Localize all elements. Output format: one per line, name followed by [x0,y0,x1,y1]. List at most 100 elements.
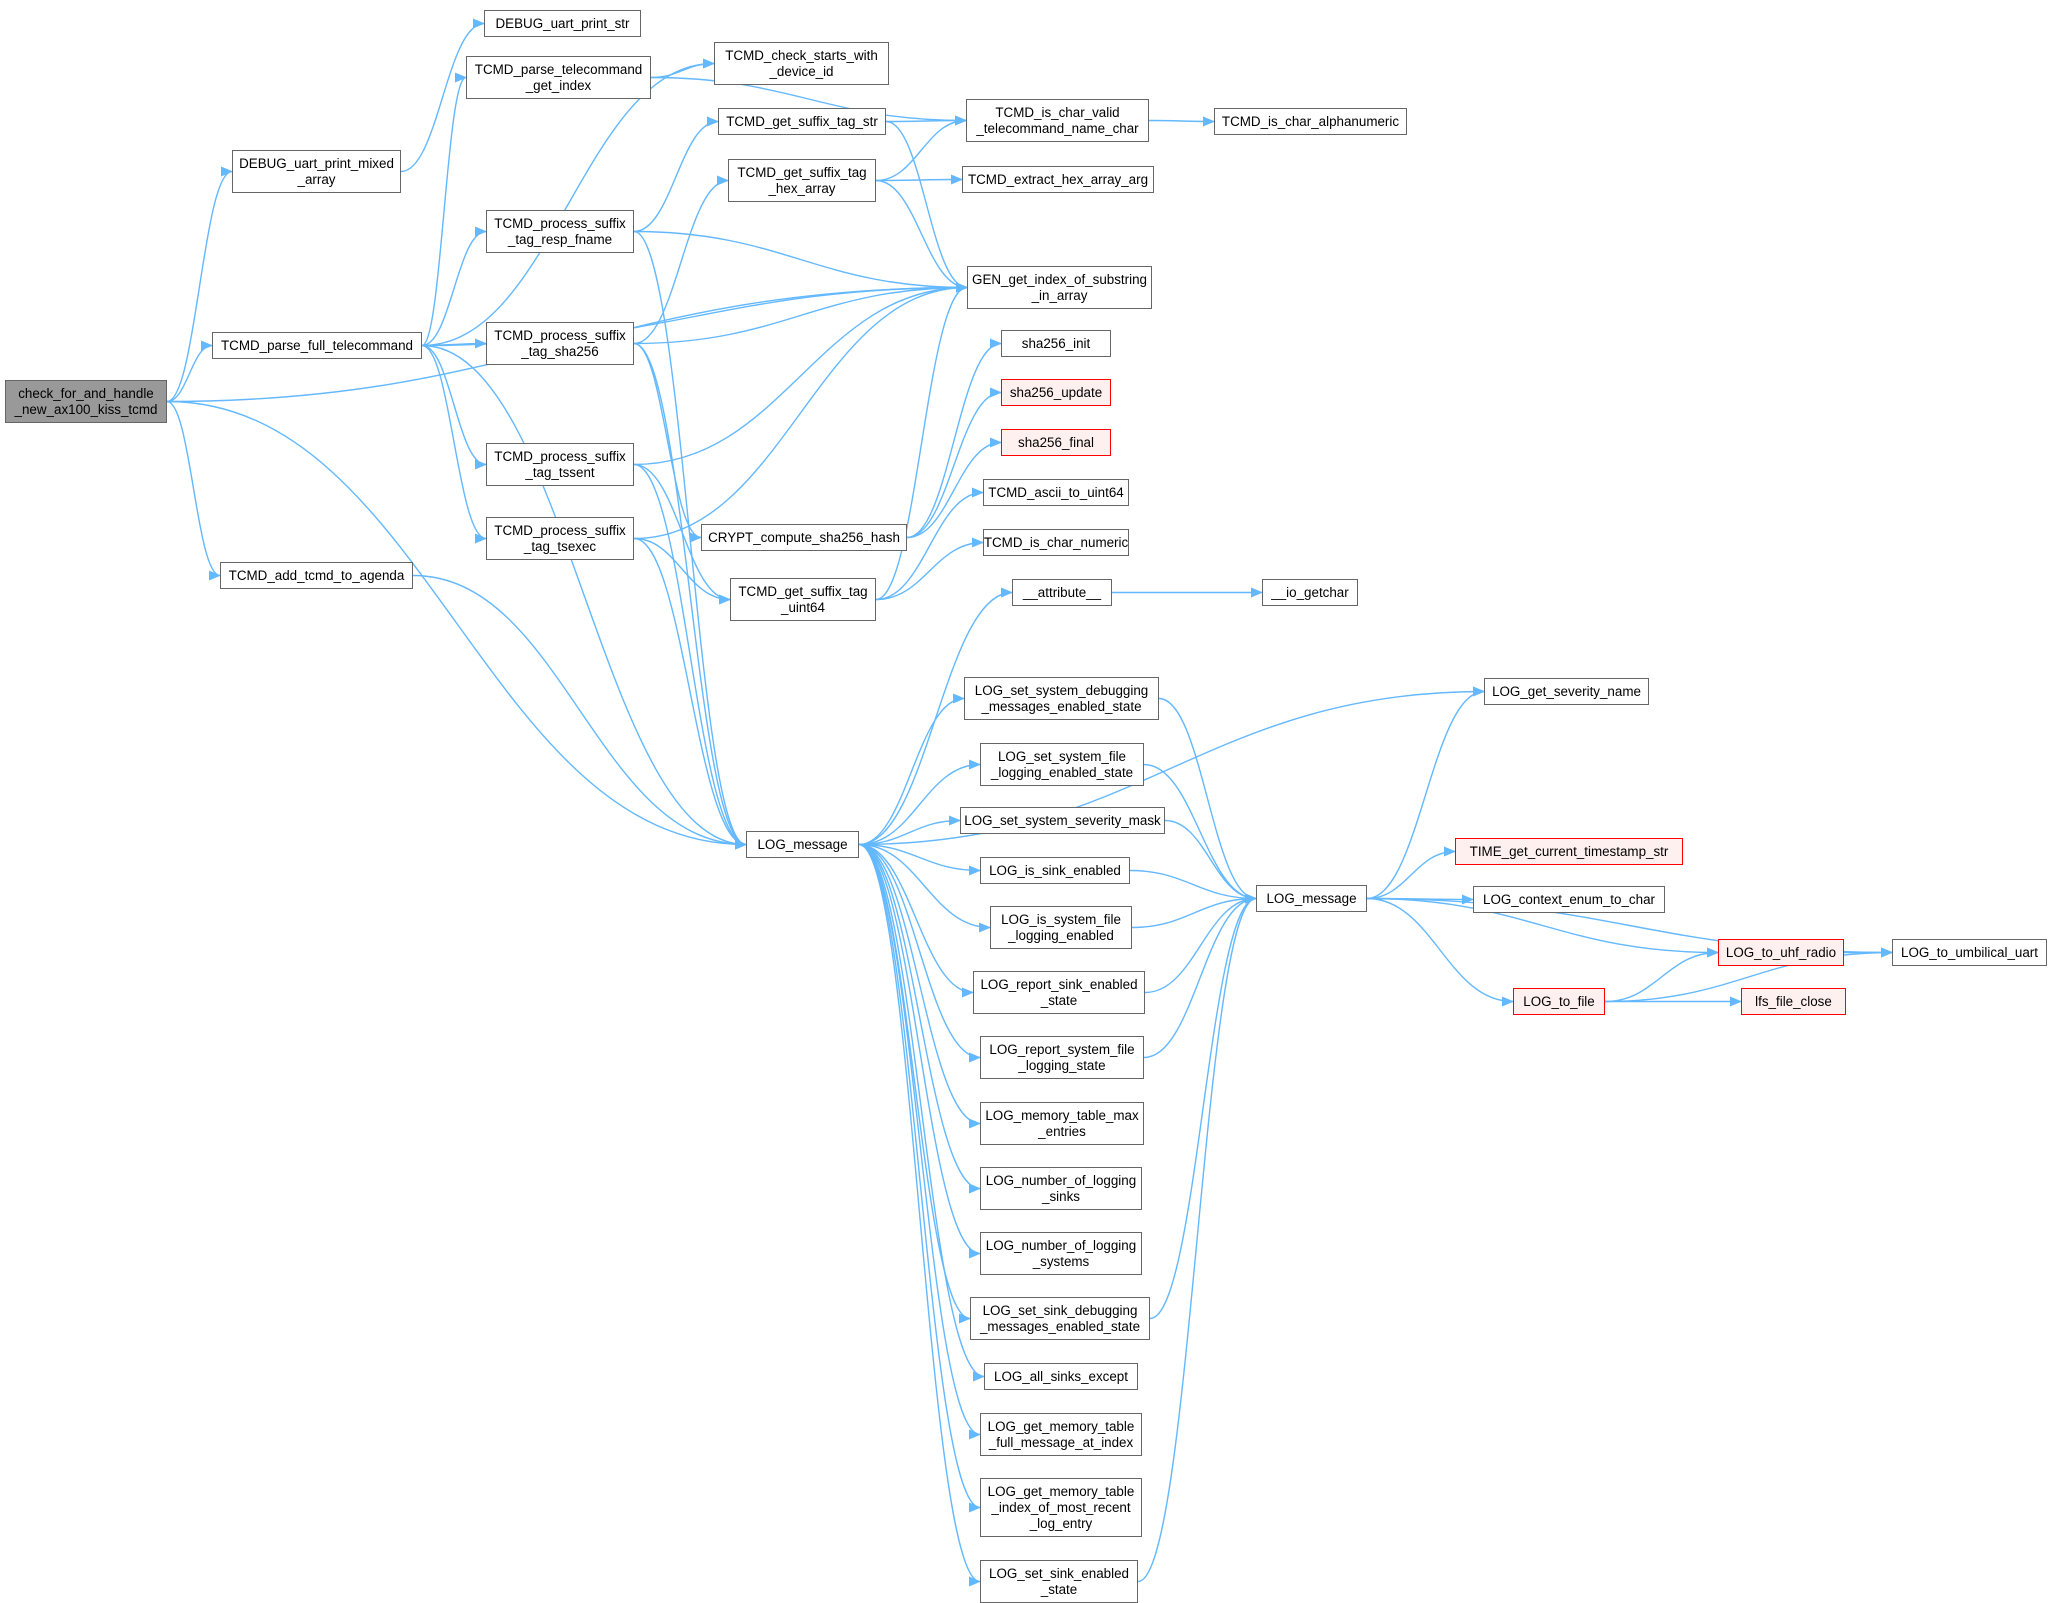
node-label: LOG_all_sinks_except [994,1368,1128,1384]
edge-tssent-to-suffix_u64 [633,463,731,605]
edge-parse_idx-to-check_starts [650,58,715,79]
node-tcmd-add-tcmd-to-agenda[interactable]: TCMD_add_tcmd_to_agenda [220,562,413,589]
node-tcmd-process-suffix-tag-resp-fname[interactable]: TCMD_process_suffix _tag_resp_fname [486,210,634,253]
node-sha256-init[interactable]: sha256_init [1001,330,1111,357]
node-log-number-of-logging-sinks[interactable]: LOG_number_of_logging _sinks [980,1167,1142,1210]
node-log-set-sink-debugging-messages-enabled-state[interactable]: LOG_set_sink_debugging _messages_enabled… [970,1297,1150,1340]
node-sha256-final[interactable]: sha256_final [1001,429,1111,456]
edge-suffix_hex-to-valid_char [875,115,967,182]
edge-suffix_hex-to-gen_idx [875,179,968,293]
node-label: LOG_is_sink_enabled [989,862,1121,878]
edge-log_msg1-to-all_except [858,843,985,1382]
node-log-to-file[interactable]: LOG_to_file [1513,988,1605,1015]
node-label: LOG_is_system_file _logging_enabled [1001,911,1121,943]
node-attribute[interactable]: __attribute__ [1012,579,1112,606]
node-tcmd-is-char-valid-telecommand-name-char[interactable]: TCMD_is_char_valid _telecommand_name_cha… [966,99,1149,142]
edge-log_msg2-to-sev_name [1366,686,1485,900]
node-tcmd-process-suffix-tag-tsexec[interactable]: TCMD_process_suffix _tag_tsexec [486,517,634,560]
node-log-message-first[interactable]: LOG_message [746,831,859,858]
node-tcmd-process-suffix-tag-tssent[interactable]: TCMD_process_suffix _tag_tssent [486,443,634,486]
edge-crypt-to-sha_init [906,338,1002,539]
node-log-set-system-file-logging-enabled-state[interactable]: LOG_set_system_file _logging_enabled_sta… [980,743,1144,786]
node-log-number-of-logging-systems[interactable]: LOG_number_of_logging _systems [980,1232,1142,1275]
edge-crypt-to-sha_final [906,437,1002,539]
edge-suffix_hex-to-extract_hex [875,174,963,185]
edge-sha_tag-to-log_msg1 [633,342,747,850]
node-label: LOG_to_uhf_radio [1725,944,1837,960]
node-log-set-system-severity-mask[interactable]: LOG_set_system_severity_mask [960,807,1165,834]
node-label: LOG_to_umbilical_uart [1901,944,2038,960]
node-log-memory-table-max-entries[interactable]: LOG_memory_table_max _entries [980,1102,1144,1145]
edge-debug_mixed-to-debug_str [400,18,485,173]
node-tcmd-get-suffix-tag-uint64[interactable]: TCMD_get_suffix_tag _uint64 [730,578,876,621]
node-label: TCMD_process_suffix _tag_tssent [494,448,626,480]
node-label: LOG_report_sink_enabled _state [980,976,1138,1008]
node-log-to-umbilical-uart[interactable]: LOG_to_umbilical_uart [1892,939,2047,966]
edge-log_msg1-to-mem_max [858,843,981,1129]
node-tcmd-extract-hex-array-arg[interactable]: TCMD_extract_hex_array_arg [962,166,1154,193]
edge-sink_dbg-to-log_msg2 [1149,893,1257,1320]
edge-log_msg1-to-num_sinks [858,843,981,1194]
edge-sha_tag-to-suffix_hex [633,175,729,345]
node-log-message-second[interactable]: LOG_message [1256,885,1367,912]
edge-root-to-parse_full [166,340,213,403]
node-log-all-sinks-except[interactable]: LOG_all_sinks_except [984,1363,1138,1390]
node-label: TCMD_parse_telecommand _get_index [474,61,643,93]
node-label: TCMD_process_suffix _tag_tsexec [494,522,626,554]
node-label: LOG_message [1266,890,1357,906]
edge-resp_fname-to-suffix_str [633,116,719,233]
node-log-report-system-file-logging-state[interactable]: LOG_report_system_file _logging_state [980,1036,1144,1079]
node-label: LOG_context_enum_to_char [1483,891,1655,907]
node-tcmd-get-suffix-tag-hex-array[interactable]: TCMD_get_suffix_tag _hex_array [728,159,876,202]
node-label: check_for_and_handle _new_ax100_kiss_tcm… [14,385,158,417]
edge-valid_char-to-alnum [1148,116,1215,127]
node-tcmd-ascii-to-uint64[interactable]: TCMD_ascii_to_uint64 [983,479,1129,506]
node-log-set-system-debugging-messages-enabled-state[interactable]: LOG_set_system_debugging _messages_enabl… [964,677,1159,720]
node-label: TCMD_is_char_valid _telecommand_name_cha… [976,104,1139,136]
edge-suffix_u64-to-ascii_u64 [875,487,984,601]
node-crypt-compute-sha256-hash[interactable]: CRYPT_compute_sha256_hash [701,524,907,551]
node-debug-uart-print-str[interactable]: DEBUG_uart_print_str [484,10,641,37]
node-label: LOG_set_system_file _logging_enabled_sta… [990,748,1134,780]
node-tcmd-get-suffix-tag-str[interactable]: TCMD_get_suffix_tag_str [718,108,886,135]
node-tcmd-is-char-numeric[interactable]: TCMD_is_char_numeric [983,529,1129,556]
node-tcmd-is-char-alphanumeric[interactable]: TCMD_is_char_alphanumeric [1214,108,1407,135]
node-label: CRYPT_compute_sha256_hash [708,529,900,545]
edge-parse_full-to-check_starts [421,58,715,347]
node-log-is-system-file-logging-enabled[interactable]: LOG_is_system_file _logging_enabled [990,906,1132,949]
node-sha256-update[interactable]: sha256_update [1001,379,1111,406]
edge-log_msg2-to-uhf [1366,897,1719,958]
node-tcmd-parse-telecommand-get-index[interactable]: TCMD_parse_telecommand _get_index [466,56,651,99]
edge-parse_full-to-log_msg1 [421,344,747,850]
node-tcmd-check-starts-with-device-id[interactable]: TCMD_check_starts_with _device_id [714,42,889,85]
node-label: LOG_report_system_file _logging_state [989,1041,1135,1073]
node-label: LOG_set_system_debugging _messages_enabl… [974,682,1149,714]
edge-parse_full-to-tsexec [421,344,487,544]
node-log-report-sink-enabled-state[interactable]: LOG_report_sink_enabled _state [973,971,1145,1014]
edge-suffix_u64-to-is_numeric [875,537,984,601]
node-log-set-sink-enabled-state[interactable]: LOG_set_sink_enabled _state [980,1560,1138,1603]
edge-parse_full-to-parse_idx [421,72,467,347]
node-tcmd-process-suffix-tag-sha256[interactable]: TCMD_process_suffix _tag_sha256 [486,322,634,365]
edge-resp_fname-to-gen_idx [633,230,968,293]
node-time-get-current-timestamp-str[interactable]: TIME_get_current_timestamp_str [1455,838,1683,865]
node-tcmd-parse-full-telecommand[interactable]: TCMD_parse_full_telecommand [212,332,422,359]
node-label: TCMD_is_char_numeric [983,534,1129,550]
node-lfs-file-close[interactable]: lfs_file_close [1741,988,1846,1015]
edge-log_msg1-to-rep_sink [858,843,974,998]
node-label: TCMD_parse_full_telecommand [220,337,413,353]
node-log-context-enum-to-char[interactable]: LOG_context_enum_to_char [1473,886,1665,913]
node-label: TCMD_check_starts_with _device_id [725,47,878,79]
node-log-is-sink-enabled[interactable]: LOG_is_sink_enabled [980,857,1130,884]
node-log-get-severity-name[interactable]: LOG_get_severity_name [1484,678,1649,705]
node-label: __attribute__ [1022,584,1102,600]
node-label: sha256_final [1018,434,1094,450]
node-gen-get-index-of-substring-in-array[interactable]: GEN_get_index_of_substring _in_array [967,266,1152,309]
edge-sink_enabled-to-log_msg2 [1137,893,1257,1583]
node-log-to-uhf-radio[interactable]: LOG_to_uhf_radio [1718,939,1844,966]
node-label: LOG_get_memory_table _index_of_most_rece… [987,1483,1135,1531]
node-debug-uart-print-mixed-array[interactable]: DEBUG_uart_print_mixed _array [232,150,401,193]
node-log-get-memory-table-index-of-most-recent-log-entry[interactable]: LOG_get_memory_table _index_of_most_rece… [980,1478,1142,1537]
node-log-get-memory-table-full-message-at-index[interactable]: LOG_get_memory_table _full_message_at_in… [980,1413,1142,1456]
node-io-getchar[interactable]: __io_getchar [1262,579,1358,606]
